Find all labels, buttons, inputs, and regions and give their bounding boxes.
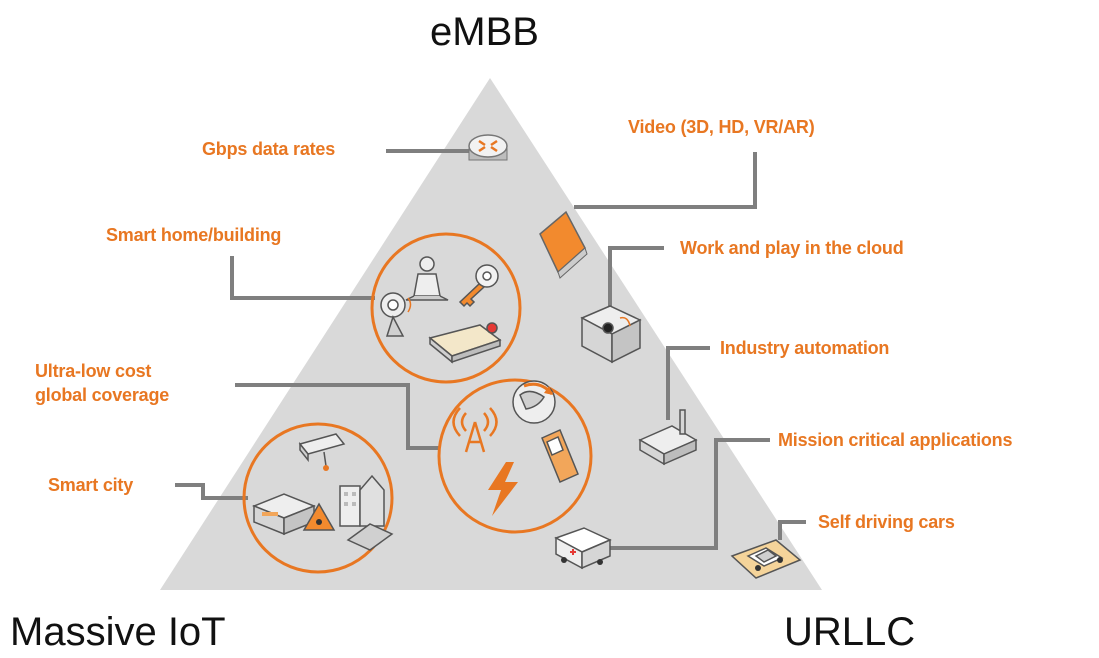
label-mission: Mission critical applications — [778, 430, 1013, 450]
smart-building-icon — [428, 322, 502, 364]
connector-ultra-low — [235, 383, 440, 450]
label-smart-city: Smart city — [48, 475, 134, 495]
smart-city-circle — [242, 422, 394, 574]
phone-icon — [541, 429, 579, 483]
cctv-icon — [298, 433, 346, 471]
label-ultra-low-2: global coverage — [35, 385, 170, 405]
person-icon — [405, 256, 449, 301]
office-cubicle-icon — [580, 305, 642, 364]
warning-sign-icon — [302, 502, 336, 531]
corner-embb: eMBB — [430, 10, 539, 54]
camera-icon — [380, 292, 412, 337]
smart-home-circle — [370, 232, 522, 384]
label-self-driving: Self driving cars — [818, 512, 955, 532]
label-work-play: Work and play in the cloud — [680, 238, 904, 258]
label-industry: Industry automation — [720, 338, 890, 358]
connector-self-driving — [778, 520, 806, 540]
router-icon — [468, 134, 508, 161]
connector-smart-city — [175, 483, 248, 500]
city-buildings-icon — [339, 474, 394, 551]
connector-video — [574, 152, 757, 209]
globe-icon — [512, 380, 556, 424]
store-building-icon — [251, 493, 317, 536]
iot-coverage-circle — [437, 378, 593, 534]
label-smart-home: Smart home/building — [106, 225, 282, 245]
connector-industry — [666, 346, 710, 420]
car-icon — [730, 539, 802, 579]
lightning-icon — [488, 462, 518, 516]
connector-work-play — [608, 246, 664, 310]
corner-massive-iot: Massive IoT — [10, 610, 226, 654]
antenna-icon — [452, 407, 498, 453]
corner-urllc: URLLC — [784, 610, 916, 654]
factory-icon — [638, 409, 698, 466]
ambulance-icon — [554, 527, 612, 570]
monitor-icon — [539, 210, 588, 279]
label-gbps: Gbps data rates — [202, 139, 336, 159]
connector-mission — [598, 438, 770, 550]
connector-smart-home — [230, 256, 375, 300]
label-video: Video (3D, HD, VR/AR) — [628, 117, 815, 137]
label-ultra-low-1: Ultra-low cost — [35, 361, 152, 381]
key-icon — [458, 264, 499, 308]
